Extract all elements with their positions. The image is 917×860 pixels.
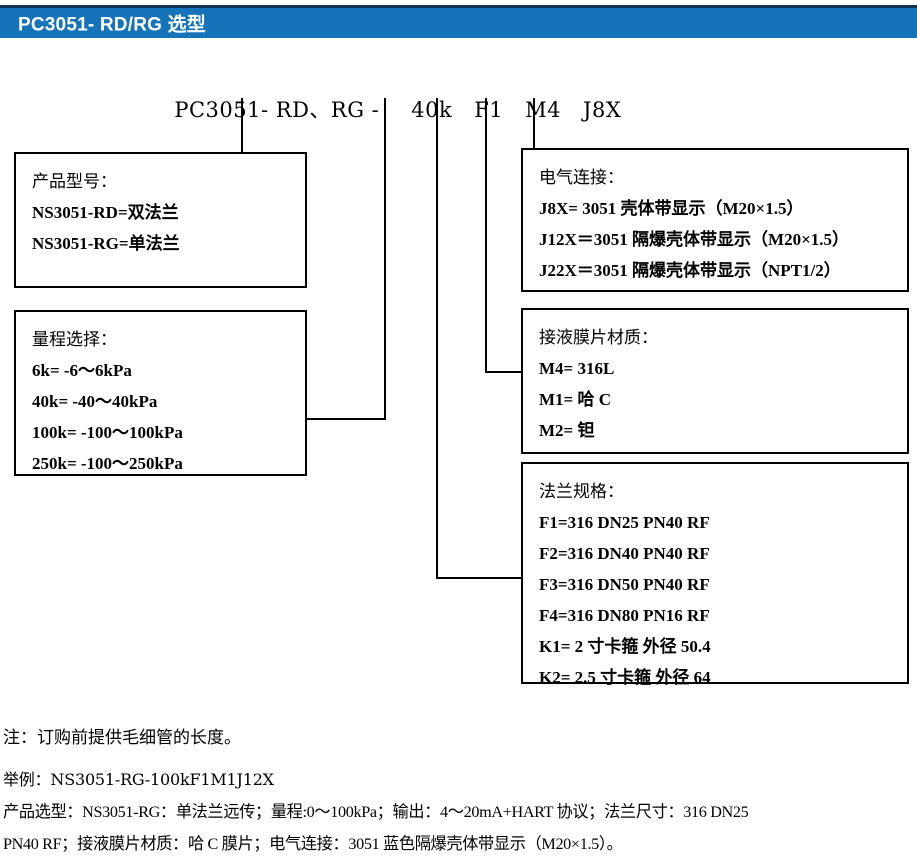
box-product-model-line-1: NS3051-RD=双法兰 — [32, 203, 179, 222]
model-code-range: 40k — [411, 98, 453, 122]
box-flange-specification: 法兰规格： F1=316 DN25 PN40 RF F2=316 DN40 PN… — [521, 462, 909, 687]
box-diaphragm-material-title: 接液膜片材质： — [539, 328, 658, 347]
note-selection-line-1: 产品选型：NS3051-RG：单法兰远传；量程:0～100kPa；输出：4～20… — [3, 803, 749, 821]
box-diaphragm-material: 接液膜片材质： M4= 316L M1= 哈 C M2= 钽 — [521, 308, 909, 454]
connector-range — [306, 98, 387, 421]
box-flange-specification-line-1: F1=316 DN25 PN40 RF — [539, 513, 710, 532]
note-example-code: 举例：NS3051-RG-100kF1M1J12X — [3, 770, 274, 789]
box-range-selection: 量程选择： 6k= -6～6kPa 40k= -40～40kPa 100k= -… — [14, 310, 307, 476]
model-code-prefix: PC3051- RD、RG - — [174, 98, 380, 122]
box-product-model: 产品型号： NS3051-RD=双法兰 NS3051-RG=单法兰 — [14, 152, 307, 288]
page-header-bar: PC3051- RD/RG 选型 — [0, 5, 917, 38]
model-code-diaphragm: M4 — [525, 98, 562, 122]
box-electrical-connection-title: 电气连接： — [539, 168, 624, 187]
box-electrical-connection-line-3: J22X＝3051 隔爆壳体带显示（NPT1/2） — [539, 261, 841, 280]
model-code-electric: J8X — [583, 98, 622, 122]
note-capillary-length: 注：订购前提供毛细管的长度。 — [3, 728, 241, 747]
box-range-selection-line-2: 40k= -40～40kPa — [32, 392, 158, 411]
note-selection-line-2: PN40 RF；接液膜片材质：哈 C 膜片；电气连接：3051 蓝色隔爆壳体带显… — [3, 835, 623, 853]
box-flange-specification-line-2: F2=316 DN40 PN40 RF — [539, 544, 710, 563]
box-diaphragm-material-line-2: M1= 哈 C — [539, 390, 612, 409]
connector-diaphragm — [484, 98, 521, 374]
box-product-model-title: 产品型号： — [32, 172, 117, 191]
box-electrical-connection-line-1: J8X= 3051 壳体带显示（M20×1.5） — [539, 199, 804, 218]
box-range-selection-line-3: 100k= -100～100kPa — [32, 423, 183, 442]
box-range-selection-line-1: 6k= -6～6kPa — [32, 361, 132, 380]
box-flange-specification-line-6: K2= 2.5 寸卡箍 外径 64 — [539, 668, 711, 687]
box-electrical-connection-line-2: J12X＝3051 隔爆壳体带显示（M20×1.5） — [539, 230, 850, 249]
model-code-line: PC3051- RD、RG - 40k F1 M4 J8X — [160, 70, 621, 124]
box-flange-specification-title: 法兰规格： — [539, 482, 624, 501]
box-flange-specification-line-3: F3=316 DN50 PN40 RF — [539, 575, 710, 594]
box-electrical-connection: 电气连接： J8X= 3051 壳体带显示（M20×1.5） J12X＝3051… — [521, 148, 909, 292]
connector-flange — [435, 98, 521, 580]
box-product-model-line-2: NS3051-RG=单法兰 — [32, 234, 180, 253]
box-range-selection-line-4: 250k= -100～250kPa — [32, 454, 183, 473]
footer-notes: 注：订购前提供毛细管的长度。 举例：NS3051-RG-100kF1M1J12X… — [3, 722, 914, 860]
box-diaphragm-material-line-3: M2= 钽 — [539, 421, 595, 440]
box-range-selection-title: 量程选择： — [32, 330, 117, 349]
page-title: PC3051- RD/RG 选型 — [18, 14, 206, 36]
box-diaphragm-material-line-1: M4= 316L — [539, 359, 615, 378]
model-code-flange: F1 — [474, 98, 504, 122]
box-flange-specification-line-4: F4=316 DN80 PN16 RF — [539, 606, 710, 625]
box-flange-specification-line-5: K1= 2 寸卡箍 外径 50.4 — [539, 637, 711, 656]
